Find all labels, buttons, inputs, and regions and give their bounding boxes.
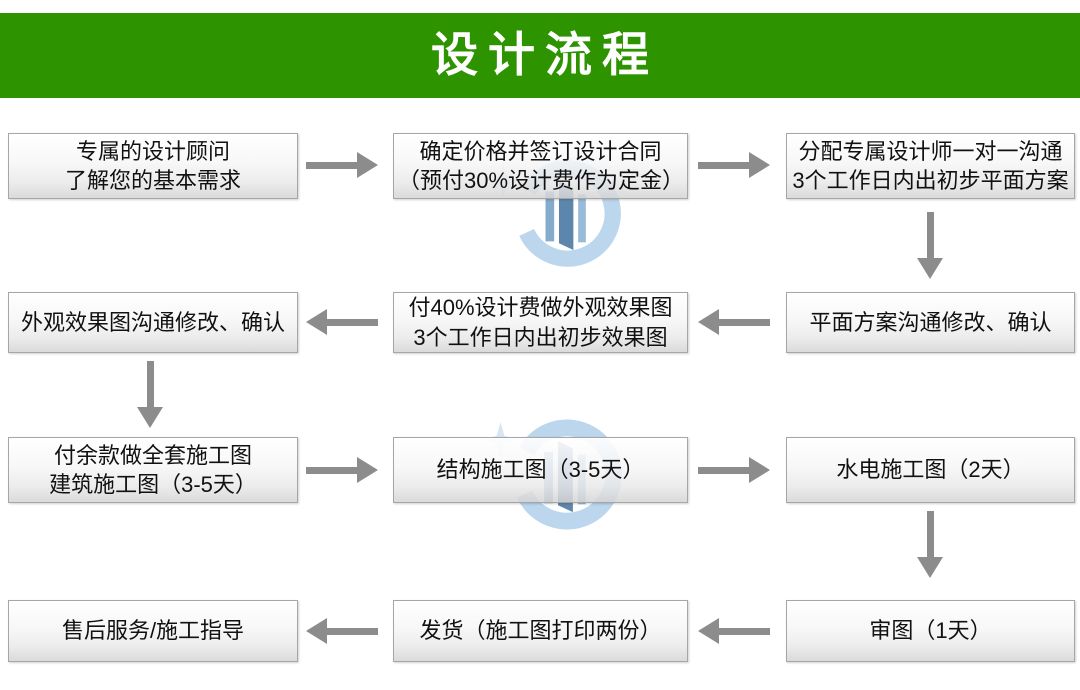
- page-title: 设计流程: [431, 28, 659, 81]
- flow-step-r4c3: 审图（1天）: [786, 600, 1075, 662]
- flow-step-r3c2: 结构施工图（3-5天）: [393, 437, 688, 503]
- arrow-right-icon: [698, 152, 770, 178]
- header-banner: 设计流程: [0, 13, 1080, 98]
- arrow-down-icon: [137, 361, 163, 428]
- arrow-left-icon: [698, 309, 770, 335]
- arrow-right-icon: [306, 457, 378, 483]
- arrow-down-icon: [917, 212, 943, 279]
- arrow-right-icon: [698, 457, 770, 483]
- arrow-left-icon: [698, 618, 770, 644]
- arrow-left-icon: [306, 618, 378, 644]
- arrow-right-icon: [306, 152, 378, 178]
- arrow-down-icon: [917, 511, 943, 578]
- flow-step-r1c1: 专属的设计顾问 了解您的基本需求: [8, 133, 298, 199]
- flow-step-r3c1: 付余款做全套施工图 建筑施工图（3-5天）: [8, 437, 298, 503]
- flow-step-r2c1: 外观效果图沟通修改、确认: [8, 292, 298, 353]
- flow-step-r4c1: 售后服务/施工指导: [8, 600, 298, 662]
- arrow-left-icon: [306, 309, 378, 335]
- flow-step-r3c3: 水电施工图（2天）: [786, 437, 1075, 503]
- flow-step-r1c2: 确定价格并签订设计合同 （预付30%设计费作为定金）: [393, 133, 688, 199]
- flow-step-r2c2: 付40%设计费做外观效果图 3个工作日内出初步效果图: [393, 292, 688, 353]
- flow-step-r1c3: 分配专属设计师一对一沟通 3个工作日内出初步平面方案: [786, 133, 1075, 199]
- flow-step-r2c3: 平面方案沟通修改、确认: [786, 292, 1075, 353]
- flow-step-r4c2: 发货（施工图打印两份）: [393, 600, 688, 662]
